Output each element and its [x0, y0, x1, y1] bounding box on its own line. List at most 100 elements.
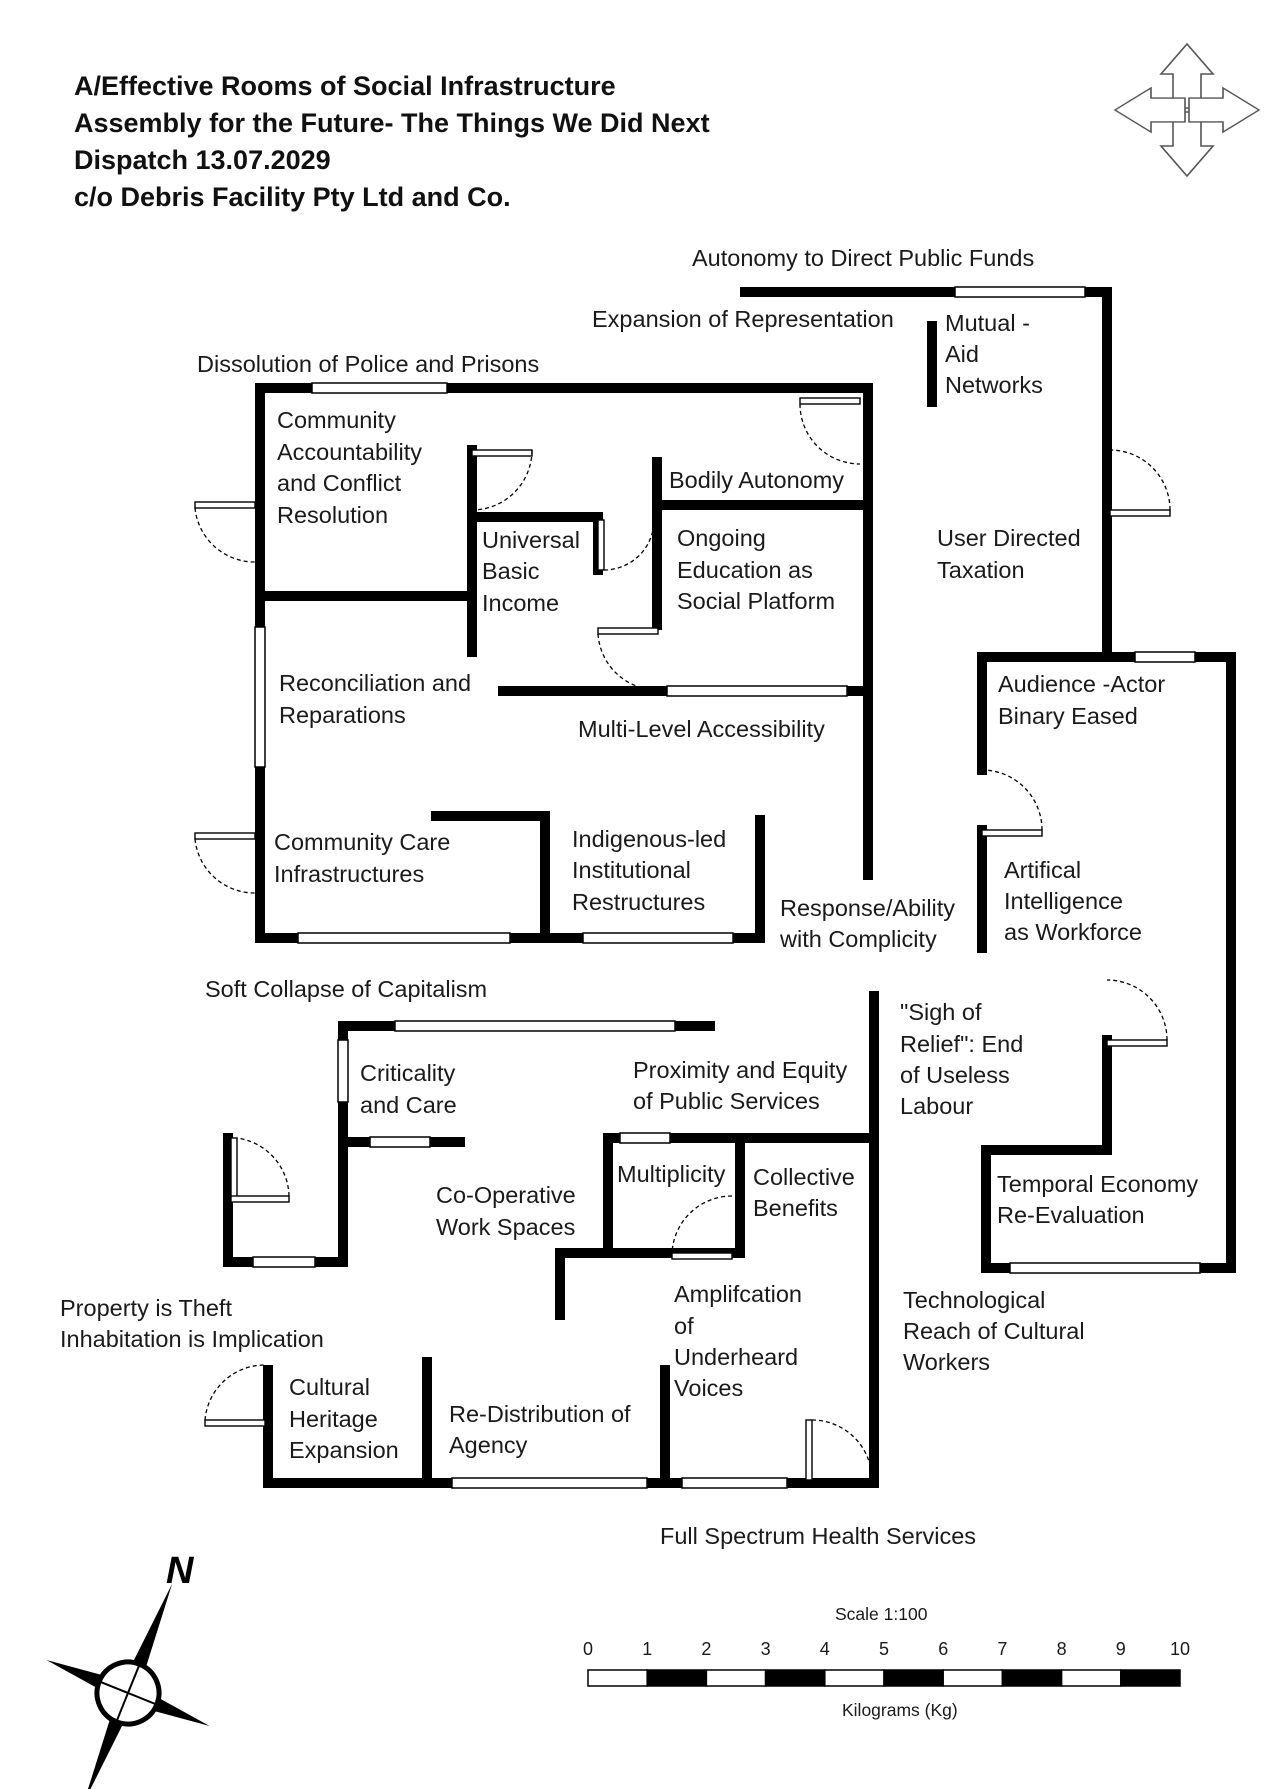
room-proximity-equity-2: of Public Services — [633, 1088, 820, 1114]
scale-tick-label: 4 — [820, 1639, 830, 1659]
room-labels: Mutual - Aid Networks Community Accounta… — [274, 310, 1198, 1463]
room-reconciliation-2: Reparations — [279, 702, 406, 728]
door-swings — [194, 403, 1171, 1481]
label-property-theft-1: Property is Theft — [60, 1295, 232, 1321]
room-amplification-4: Voices — [674, 1375, 743, 1401]
scale-tick-label: 6 — [938, 1639, 948, 1659]
scale-segment — [1060, 1669, 1122, 1687]
scale-title: Scale 1:100 — [835, 1604, 928, 1624]
label-full-spectrum-health: Full Spectrum Health Services — [660, 1523, 976, 1549]
scale-tick-label: 3 — [761, 1639, 771, 1659]
header-subtitle: Assembly for the Future- The Things We D… — [74, 108, 710, 138]
room-collective-benefits-1: Collective — [753, 1164, 855, 1190]
windows — [252, 286, 1201, 1489]
label-technological-reach-3: Workers — [903, 1349, 990, 1375]
room-community-accountability-3: and Conflict — [277, 470, 402, 496]
scale-tick-label: 10 — [1170, 1639, 1190, 1659]
header-block: A/Effective Rooms of Social Infrastructu… — [74, 68, 710, 216]
room-ongoing-education-2: Education as — [677, 557, 813, 583]
room-mutual-aid-3: Networks — [945, 372, 1043, 398]
room-ongoing-education-3: Social Platform — [677, 588, 835, 614]
scale-segment — [1120, 1669, 1181, 1687]
room-cultural-heritage-2: Heritage — [289, 1406, 378, 1432]
label-sigh-relief-4: Labour — [900, 1093, 973, 1119]
room-temporal-economy-1: Temporal Economy — [997, 1171, 1198, 1197]
room-bodily-autonomy: Bodily Autonomy — [669, 467, 844, 493]
room-cultural-heritage-1: Cultural — [289, 1374, 370, 1400]
room-artificial-intelligence-1: Artifical — [1004, 857, 1081, 883]
room-amplification-3: Underheard — [674, 1344, 798, 1370]
room-ubi-3: Income — [482, 590, 559, 616]
room-multiplicity: Multiplicity — [617, 1161, 726, 1187]
scale-tick-label: 7 — [997, 1639, 1007, 1659]
room-mutual-aid-2: Aid — [945, 341, 979, 367]
label-sigh-relief-3: of Useless — [900, 1062, 1010, 1088]
header-credit: c/o Debris Facility Pty Ltd and Co. — [74, 182, 511, 212]
scale-segment — [646, 1669, 708, 1687]
room-criticality-care-1: Criticality — [360, 1060, 456, 1086]
room-artificial-intelligence-2: Intelligence — [1004, 888, 1123, 914]
header-title: A/Effective Rooms of Social Infrastructu… — [74, 71, 616, 101]
room-ubi-1: Universal — [482, 527, 580, 553]
scale-segment — [764, 1669, 826, 1687]
room-community-accountability-4: Resolution — [277, 502, 388, 528]
doors — [194, 397, 1171, 1481]
scale-tick-label: 8 — [1057, 1639, 1067, 1659]
room-user-taxation-1: User Directed — [937, 525, 1081, 551]
room-indigenous-led-1: Indigenous-led — [572, 826, 726, 852]
room-co-operative-2: Work Spaces — [436, 1214, 575, 1240]
room-amplification-1: Amplifcation — [674, 1281, 802, 1307]
room-co-operative-1: Co-Operative — [436, 1182, 576, 1208]
room-redistribution-2: Agency — [449, 1432, 528, 1458]
room-cultural-heritage-3: Expansion — [289, 1437, 399, 1463]
room-collective-benefits-2: Benefits — [753, 1195, 838, 1221]
label-expansion-representation: Expansion of Representation — [592, 306, 894, 332]
room-temporal-economy-2: Re-Evaluation — [997, 1202, 1145, 1228]
north-arrow-icon: N — [46, 1550, 210, 1789]
room-ongoing-education-1: Ongoing — [677, 525, 766, 551]
room-audience-actor-2: Binary Eased — [998, 703, 1138, 729]
room-community-accountability-2: Accountability — [277, 439, 422, 465]
north-label: N — [166, 1550, 195, 1592]
room-multi-level-accessibility: Multi-Level Accessibility — [578, 716, 825, 742]
scale-tick-label: 0 — [583, 1639, 593, 1659]
scale-unit-label: Kilograms (Kg) — [842, 1700, 958, 1720]
room-reconciliation-1: Reconciliation and — [279, 670, 471, 696]
scale-tick-label: 9 — [1116, 1639, 1126, 1659]
label-response-ability-1: Response/Ability — [780, 895, 955, 921]
scale-segment — [587, 1669, 648, 1687]
room-community-care-1: Community Care — [274, 829, 450, 855]
room-redistribution-1: Re-Distribution of — [449, 1401, 631, 1427]
room-proximity-equity-1: Proximity and Equity — [633, 1057, 847, 1083]
scale-segment — [883, 1669, 944, 1687]
room-indigenous-led-3: Restructures — [572, 889, 705, 915]
label-technological-reach-1: Technological — [903, 1287, 1045, 1313]
label-soft-collapse: Soft Collapse of Capitalism — [205, 976, 487, 1002]
scale-segment — [705, 1669, 767, 1687]
room-user-taxation-2: Taxation — [937, 557, 1025, 583]
header-dispatch: Dispatch 13.07.2029 — [74, 145, 331, 175]
scale-tick-label: 2 — [701, 1639, 711, 1659]
room-indigenous-led-2: Institutional — [572, 857, 691, 883]
room-ubi-2: Basic — [482, 558, 540, 584]
label-sigh-relief-1: "Sigh of — [900, 999, 982, 1025]
four-arrows-icon — [1113, 42, 1261, 178]
room-audience-actor-1: Audience -Actor — [998, 671, 1165, 697]
outside-labels: Autonomy to Direct Public Funds Expansio… — [60, 245, 1085, 1549]
scale-tick-label: 1 — [642, 1639, 652, 1659]
label-property-theft-2: Inhabitation is Implication — [60, 1326, 324, 1352]
scale-segment — [1001, 1669, 1063, 1687]
label-autonomy-public-funds: Autonomy to Direct Public Funds — [692, 245, 1034, 271]
room-community-care-2: Infrastructures — [274, 861, 424, 887]
scale-segment — [824, 1669, 885, 1687]
label-dissolution-police: Dissolution of Police and Prisons — [197, 351, 539, 377]
room-criticality-care-2: and Care — [360, 1092, 457, 1118]
scale-segments — [587, 1669, 1181, 1687]
label-technological-reach-2: Reach of Cultural — [903, 1318, 1085, 1344]
scale-segment — [942, 1669, 1004, 1687]
label-sigh-relief-2: Relief": End — [900, 1031, 1023, 1057]
